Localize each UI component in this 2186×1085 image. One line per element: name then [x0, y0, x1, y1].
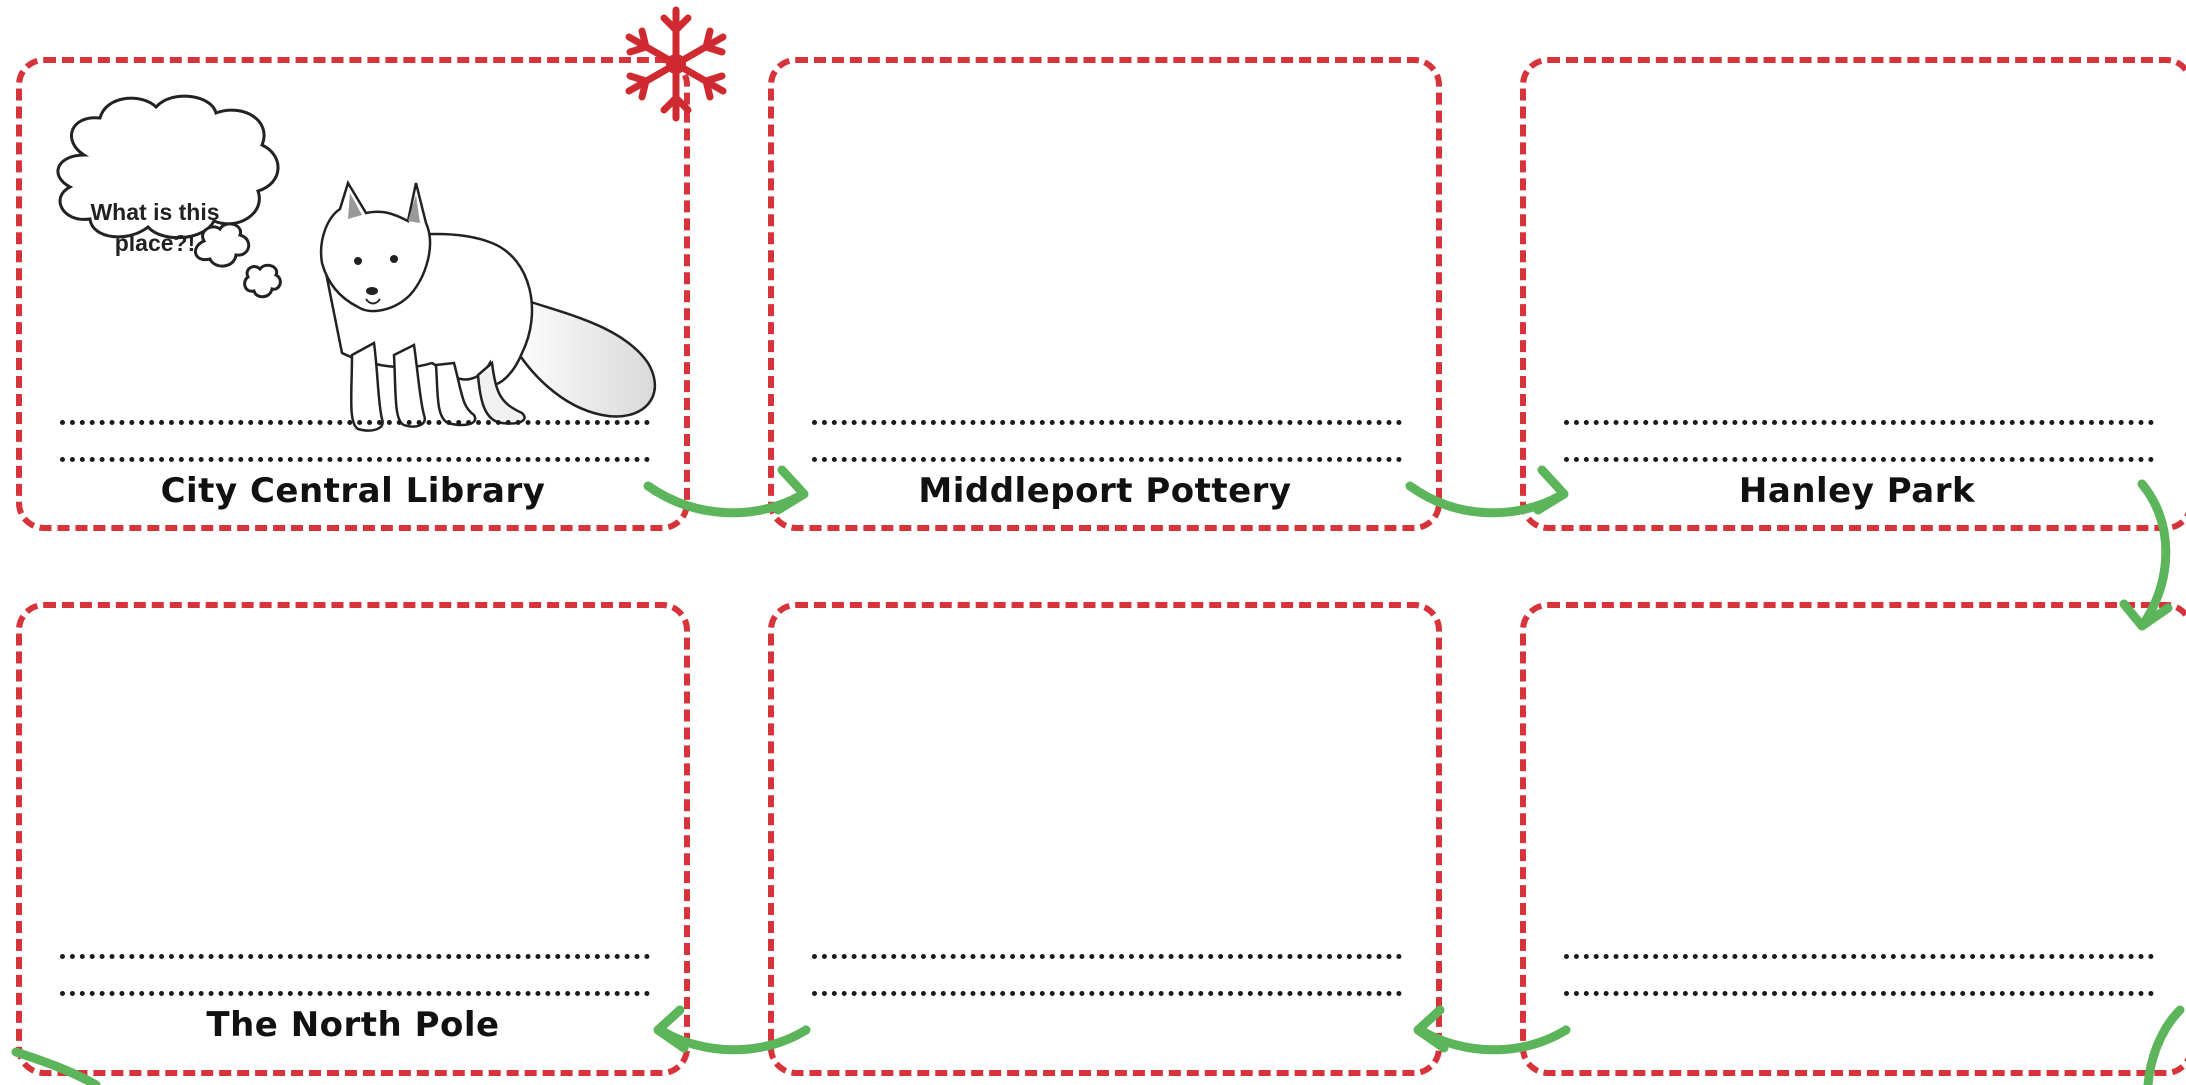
story-panel-2: Middleport Pottery — [768, 57, 1442, 531]
writing-line-1[interactable] — [60, 420, 650, 425]
story-panel-3: Hanley Park — [1520, 57, 2186, 531]
writing-line-1[interactable] — [812, 420, 1402, 425]
writing-line-1[interactable] — [1564, 420, 2154, 425]
writing-line-1[interactable] — [812, 954, 1402, 959]
snowflake-icon — [625, 6, 727, 122]
writing-line-2[interactable] — [1564, 457, 2154, 462]
thought-cloud-icon — [56, 94, 282, 299]
writing-line-2[interactable] — [60, 457, 650, 462]
story-panel-4: The North Pole — [16, 602, 690, 1076]
writing-line-1[interactable] — [1564, 954, 2154, 959]
writing-line-2[interactable] — [812, 457, 1402, 462]
story-panel-1: What is this place?! City Central Librar… — [16, 57, 690, 531]
writing-line-2[interactable] — [60, 991, 650, 996]
panel-location-label: Middleport Pottery — [918, 471, 1292, 511]
story-panel-6 — [1520, 602, 2186, 1076]
writing-line-2[interactable] — [812, 991, 1402, 996]
panel-location-label: The North Pole — [206, 1005, 500, 1045]
green-curved-arrow-icon — [11, 465, 2185, 1085]
writing-line-2[interactable] — [1564, 991, 2154, 996]
arctic-fox-illustration — [319, 179, 656, 432]
story-panel-5 — [768, 602, 1442, 1076]
thought-bubble-text: What is this place?! — [90, 199, 220, 256]
panel-location-label: City Central Library — [160, 471, 546, 511]
panel-location-label: Hanley Park — [1738, 471, 1976, 511]
writing-line-1[interactable] — [60, 954, 650, 959]
